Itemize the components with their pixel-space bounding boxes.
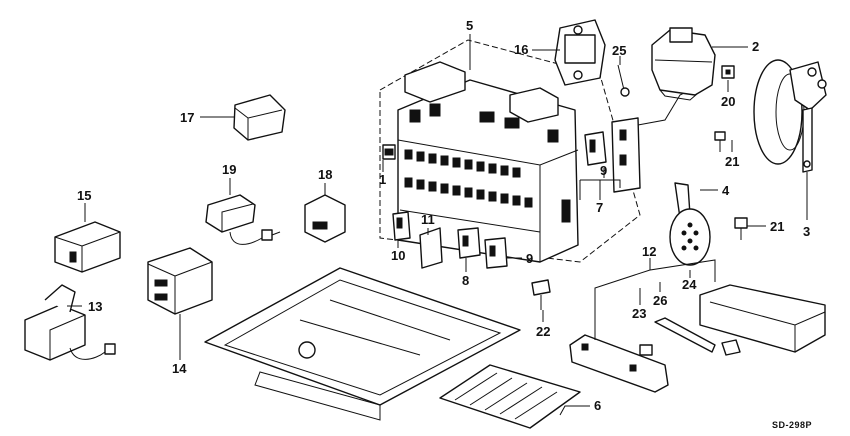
- bracket-12: [569, 334, 669, 393]
- callout-11: 11: [421, 212, 435, 227]
- bracket-7: [611, 85, 696, 193]
- lower-panel: [204, 267, 521, 421]
- callout-24: 24: [682, 277, 697, 292]
- cover-24: [699, 284, 826, 353]
- bolt-21-lower: [734, 217, 748, 240]
- horn-3: [753, 59, 827, 173]
- callout-23: 23: [632, 306, 646, 321]
- leader-lines: [67, 34, 808, 416]
- callout-5: 5: [466, 18, 473, 33]
- bolt-22: [531, 279, 551, 310]
- fuse-holder-9-upper: [584, 131, 607, 166]
- callout-19: 19: [222, 162, 236, 177]
- callout-17: 17: [180, 110, 194, 125]
- callout-1: 1: [379, 172, 386, 187]
- callout-4: 4: [722, 183, 730, 198]
- unit-18: [304, 194, 346, 243]
- callout-10: 10: [391, 248, 405, 263]
- bolt-21-upper: [714, 131, 726, 152]
- relay-17: [233, 94, 286, 141]
- callout-13: 13: [88, 299, 102, 314]
- relay-19: [205, 194, 281, 245]
- fuse-holder-11: [419, 227, 443, 269]
- callout-labels: 5 16 25 2 20 21 4 3 21 9 7 1 10 11 8 9 1…: [77, 18, 812, 430]
- callout-6: 6: [594, 398, 601, 413]
- callout-7: 7: [596, 200, 603, 215]
- callout-2: 2: [752, 39, 759, 54]
- wrench-26: [654, 317, 741, 356]
- relay-14: [147, 247, 213, 315]
- callout-3: 3: [803, 224, 810, 239]
- horn-4: [669, 182, 711, 266]
- callout-15: 15: [77, 188, 91, 203]
- callout-21-upper: 21: [725, 154, 739, 169]
- callout-26: 26: [653, 293, 667, 308]
- fuse-part-1: [382, 144, 396, 160]
- fuse-box-assembly: [397, 61, 579, 263]
- fuse-box-enclosure-outline: [379, 39, 641, 263]
- sheet-6: [439, 364, 581, 429]
- callout-8: 8: [462, 273, 469, 288]
- callout-18: 18: [318, 167, 332, 182]
- fuse-holder-8: [457, 227, 481, 259]
- nut-20: [721, 65, 735, 79]
- drawing-code: SD-298P: [772, 420, 812, 430]
- bolt-23: [639, 344, 653, 356]
- callout-9-upper: 9: [600, 163, 607, 178]
- fuse-holder-10: [392, 211, 411, 241]
- callout-14: 14: [172, 361, 187, 376]
- relay-15: [54, 221, 121, 273]
- callout-22: 22: [536, 324, 550, 339]
- callout-25: 25: [612, 43, 626, 58]
- callout-20: 20: [721, 94, 735, 109]
- callout-9-lower: 9: [526, 251, 533, 266]
- callout-16: 16: [514, 42, 528, 57]
- fuse-holder-9-lower: [484, 237, 508, 269]
- reserve-tank-2: [651, 27, 716, 101]
- relay-13: [24, 284, 116, 361]
- screw-25: [617, 64, 630, 97]
- relay-16: [554, 19, 606, 86]
- callout-21-lower: 21: [770, 219, 784, 234]
- callout-12: 12: [642, 244, 656, 259]
